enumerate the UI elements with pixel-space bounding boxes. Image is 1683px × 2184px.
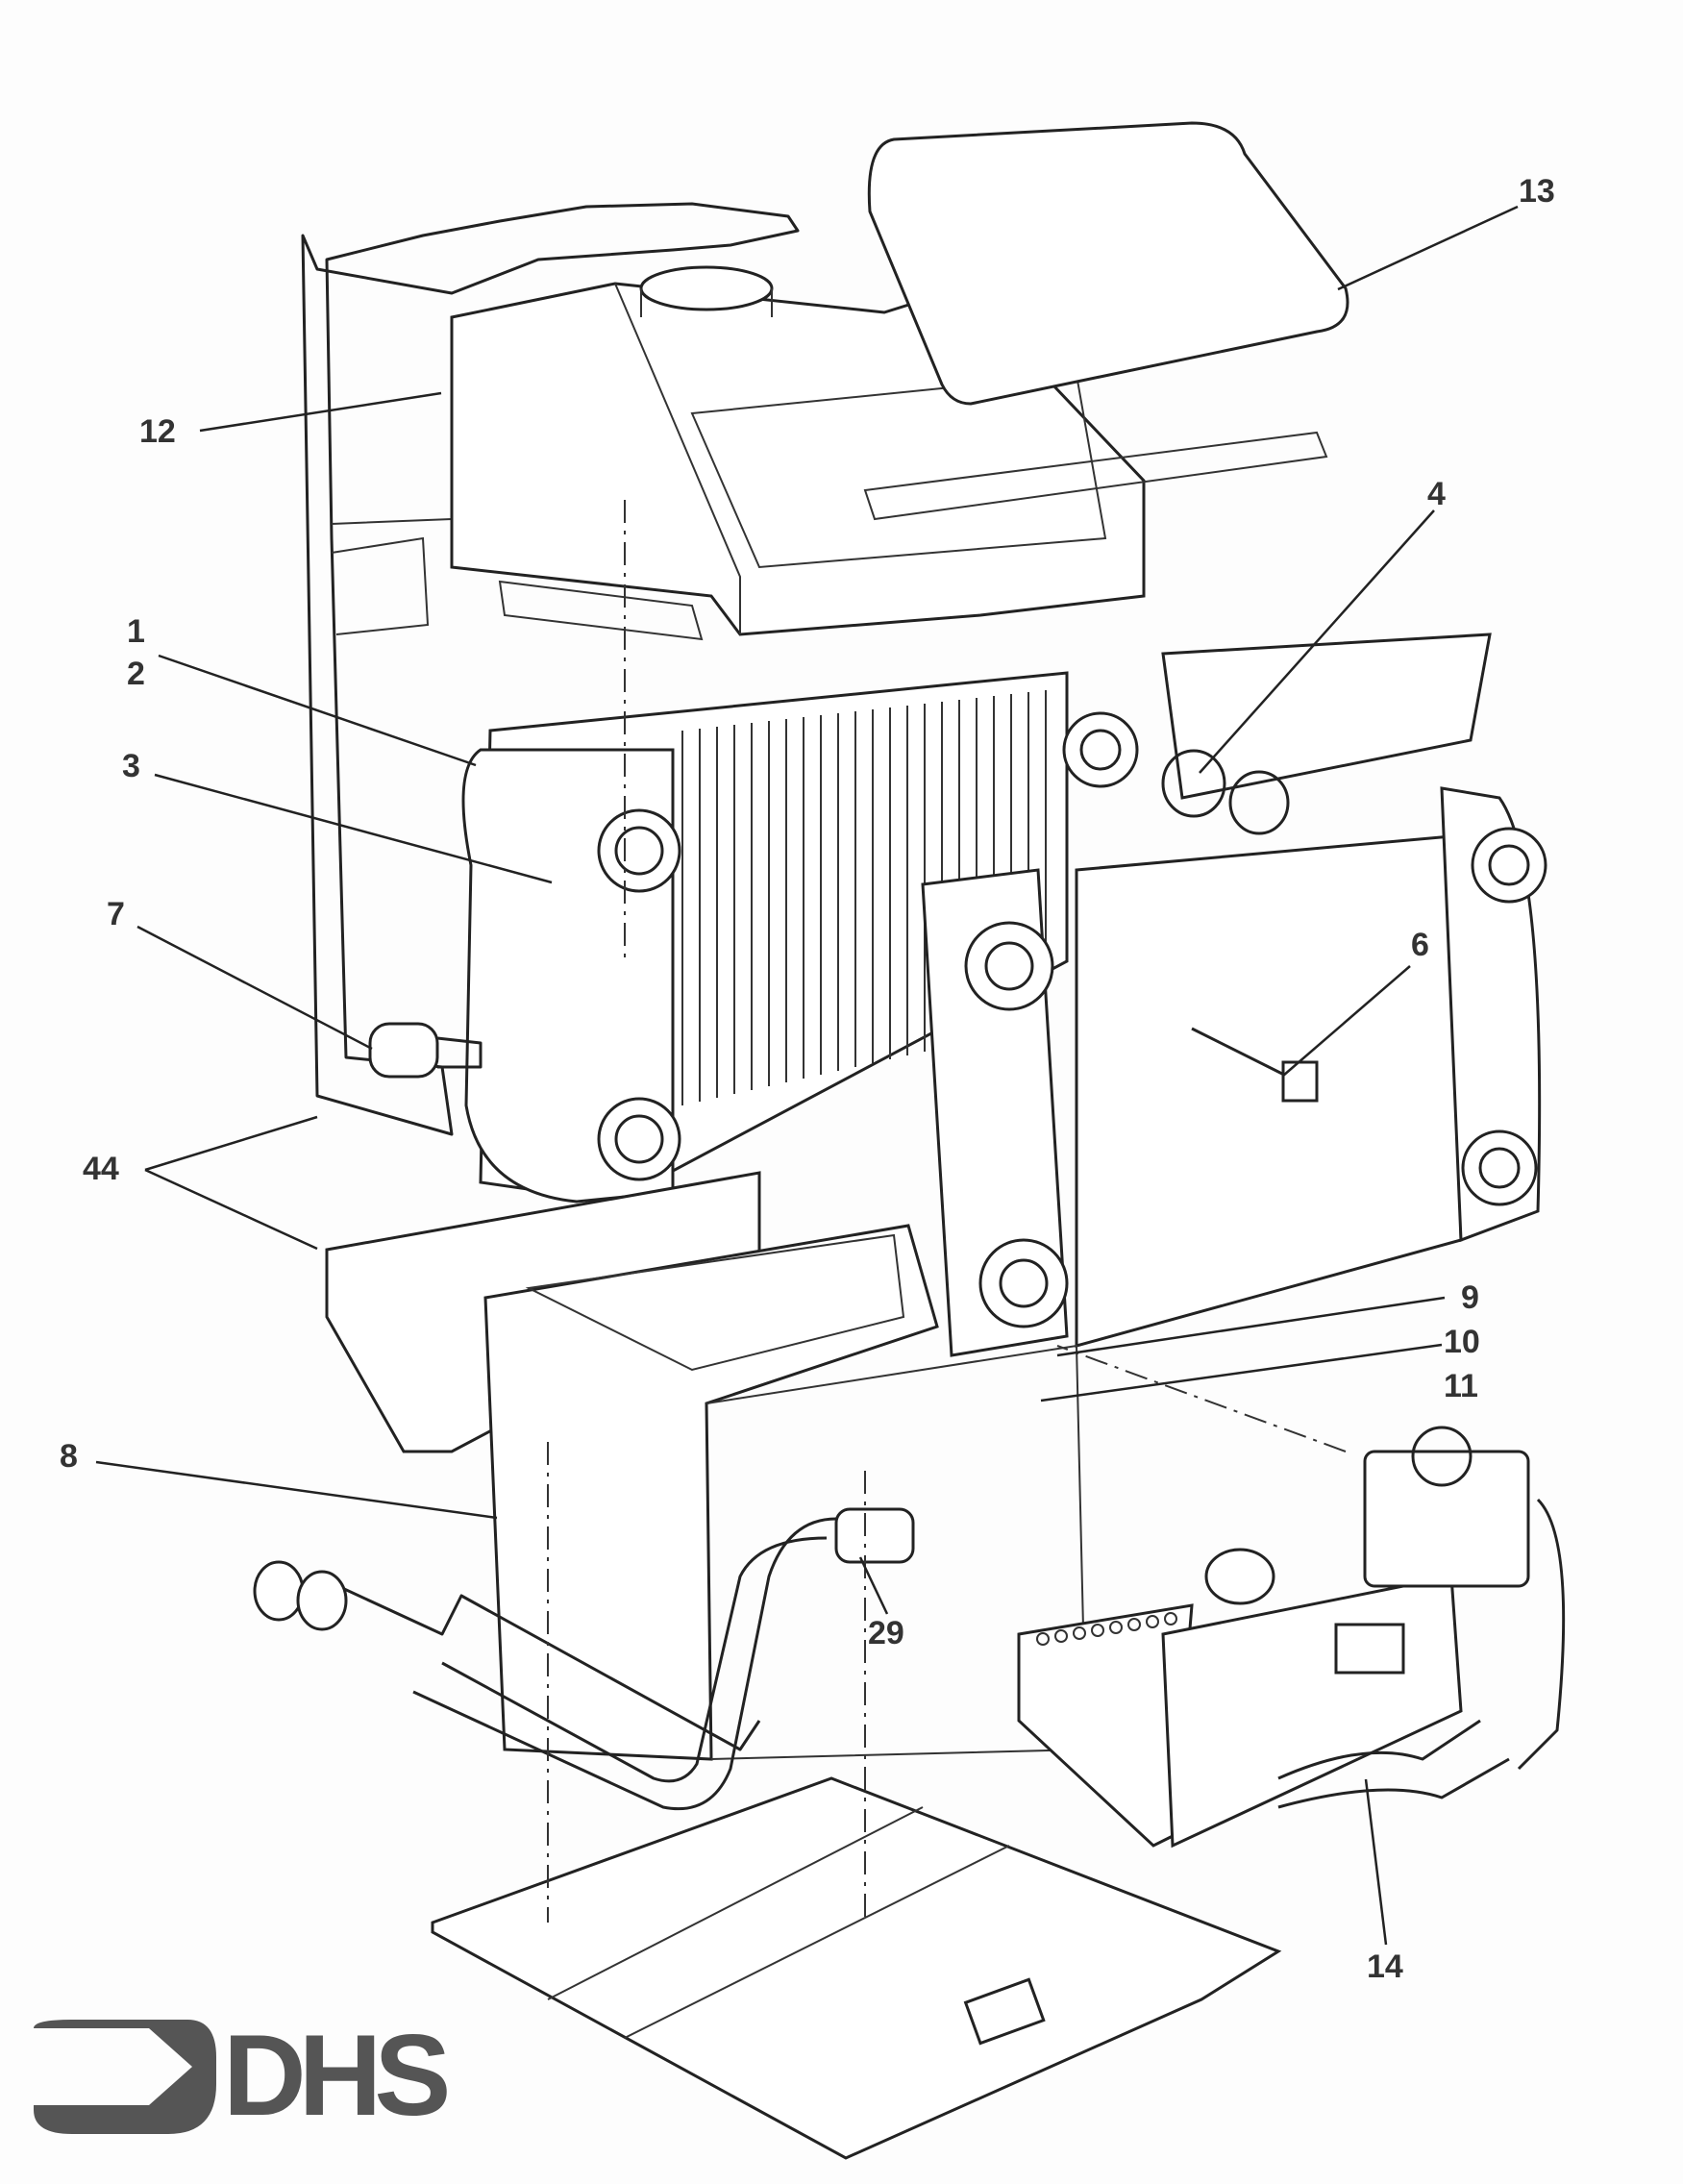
burner-jet	[1036, 1632, 1050, 1646]
part-label-8: 8	[60, 1438, 78, 1475]
part-label-6: 6	[1411, 927, 1429, 963]
combustion-chamber	[483, 1224, 1088, 1761]
burner-jet	[1054, 1629, 1068, 1643]
burner-jet	[1109, 1621, 1123, 1634]
part-label-10: 10	[1444, 1324, 1480, 1360]
secondary-heat-exchanger	[921, 786, 1547, 1357]
gas-valve	[1363, 1450, 1530, 1588]
logo-text: DHS	[223, 2011, 447, 2140]
part-label-4: 4	[1427, 476, 1446, 512]
water-pipes	[253, 1507, 915, 1811]
burner-jet	[1146, 1615, 1159, 1628]
base-tray	[431, 1776, 1282, 2160]
part-label-7: 7	[107, 896, 125, 932]
burner-jet	[1073, 1626, 1086, 1640]
baffle-plate	[1161, 633, 1492, 800]
part-label-2: 2	[127, 656, 145, 692]
part-label-3: 3	[122, 748, 140, 784]
part-label-29: 29	[868, 1615, 904, 1651]
burner-assembly	[1017, 1426, 1566, 1849]
o-ring-seal	[1161, 749, 1226, 818]
mounting-rail	[863, 431, 1328, 521]
top-cover-plate	[867, 121, 1349, 406]
burner-jet	[1127, 1618, 1141, 1631]
pipe-fitting-29	[834, 1507, 915, 1564]
part-label-1: 1	[127, 613, 145, 650]
part-label-13: 13	[1519, 173, 1555, 210]
sensor-probe	[1191, 1027, 1289, 1079]
pipe-fitting	[368, 1022, 483, 1079]
part-label-11: 11	[1444, 1368, 1478, 1404]
burner-jet	[1091, 1624, 1104, 1637]
part-label-12: 12	[139, 413, 176, 450]
burner-jet	[1164, 1612, 1177, 1626]
dhs-logo: DHS	[34, 2011, 455, 2140]
o-ring-seal	[1228, 770, 1290, 835]
part-label-9: 9	[1461, 1279, 1479, 1316]
leader-lines	[95, 205, 1519, 1946]
heat-exchanger	[461, 671, 1139, 1204]
gas-pipe	[1277, 1719, 1481, 1780]
part-label-14: 14	[1367, 1948, 1403, 1985]
part-label-44: 44	[83, 1151, 119, 1187]
